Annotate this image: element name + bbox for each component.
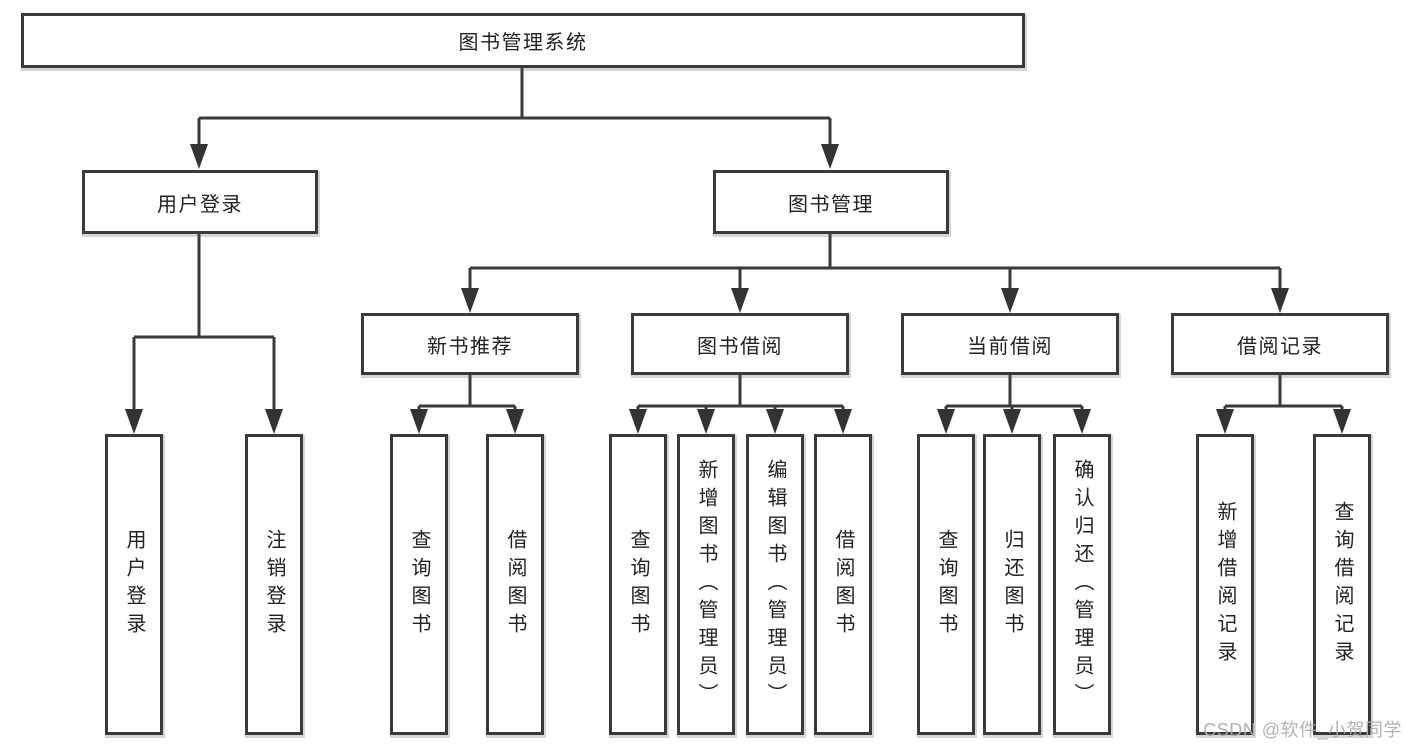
arrowhead-cb-query bbox=[937, 409, 955, 434]
leaf-nb-query-books-label: 查询图书 bbox=[408, 528, 430, 641]
node-root-system: 图书管理系统 bbox=[21, 13, 1025, 68]
leaf-nb-borrow-books: 借阅图书 bbox=[486, 434, 544, 735]
arrowhead-cb-return bbox=[1003, 409, 1021, 434]
arrowhead-nb-query bbox=[410, 409, 428, 434]
leaf-bb-add-books-admin-label: 新增图书（管理员） bbox=[695, 458, 717, 711]
leaf-logout-label: 注销登录 bbox=[263, 528, 285, 641]
arrowhead-bb-edit bbox=[766, 409, 784, 434]
arrowhead-book-borrow bbox=[731, 288, 749, 313]
leaf-cb-query-books-label: 查询图书 bbox=[935, 528, 957, 641]
csdn-watermark: CSDN @软件_小贺同学 bbox=[1203, 720, 1402, 740]
leaf-bb-add-books-admin: 新增图书（管理员） bbox=[677, 434, 735, 735]
arrowhead-nb-borrow bbox=[506, 409, 524, 434]
arrowhead-br-query bbox=[1333, 409, 1351, 434]
leaf-nb-borrow-books-label: 借阅图书 bbox=[504, 528, 526, 641]
leaf-cb-confirm-return-admin: 确认归还（管理员） bbox=[1053, 434, 1111, 735]
arrowhead-bb-query bbox=[629, 409, 647, 434]
leaf-cb-return-books: 归还图书 bbox=[983, 434, 1041, 735]
arrowhead-bb-add bbox=[697, 409, 715, 434]
leaf-bb-borrow-books: 借阅图书 bbox=[814, 434, 872, 735]
leaf-bb-edit-books-admin: 编辑图书（管理员） bbox=[746, 434, 804, 735]
node-book-management: 图书管理 bbox=[713, 170, 949, 234]
node-book-borrow-label: 图书借阅 bbox=[697, 335, 783, 358]
arrowhead-cb-confirm bbox=[1073, 409, 1091, 434]
node-user-login-label: 用户登录 bbox=[157, 193, 243, 216]
arrowhead-leaf-logout bbox=[265, 409, 283, 434]
leaf-cb-return-books-label: 归还图书 bbox=[1001, 528, 1023, 641]
node-book-borrow: 图书借阅 bbox=[631, 313, 849, 375]
leaf-br-query-record: 查询借阅记录 bbox=[1313, 434, 1371, 735]
node-new-book-recommend-label: 新书推荐 bbox=[427, 335, 513, 358]
arrowhead-br-add bbox=[1216, 409, 1234, 434]
leaf-user-login-label: 用户登录 bbox=[123, 528, 145, 641]
leaf-user-login: 用户登录 bbox=[105, 434, 163, 735]
arrowhead-new-books bbox=[461, 288, 479, 313]
node-new-book-recommend: 新书推荐 bbox=[361, 313, 579, 375]
leaf-bb-query-books-label: 查询图书 bbox=[627, 528, 649, 641]
node-user-login: 用户登录 bbox=[82, 170, 318, 234]
node-current-borrow-label: 当前借阅 bbox=[967, 335, 1053, 358]
node-current-borrow: 当前借阅 bbox=[901, 313, 1119, 375]
arrowhead-borrow-records bbox=[1271, 288, 1289, 313]
arrowhead-login bbox=[190, 144, 208, 169]
leaf-br-query-record-label: 查询借阅记录 bbox=[1331, 500, 1353, 669]
leaf-cb-confirm-return-admin-label: 确认归还（管理员） bbox=[1071, 458, 1093, 711]
arrowhead-current-borrow bbox=[1001, 288, 1019, 313]
leaf-bb-edit-books-admin-label: 编辑图书（管理员） bbox=[764, 458, 786, 711]
arrowhead-leaf-userlogin bbox=[125, 409, 143, 434]
leaf-cb-query-books: 查询图书 bbox=[917, 434, 975, 735]
leaf-nb-query-books: 查询图书 bbox=[390, 434, 448, 735]
leaf-br-add-record-label: 新增借阅记录 bbox=[1214, 500, 1236, 669]
node-borrow-records-label: 借阅记录 bbox=[1237, 335, 1323, 358]
node-book-management-label: 图书管理 bbox=[788, 193, 874, 216]
arrowhead-bb-borrow bbox=[834, 409, 852, 434]
leaf-bb-borrow-books-label: 借阅图书 bbox=[832, 528, 854, 641]
node-root-label: 图书管理系统 bbox=[458, 32, 588, 54]
leaf-br-add-record: 新增借阅记录 bbox=[1196, 434, 1254, 735]
arrowhead-mgmt bbox=[821, 144, 839, 169]
leaf-bb-query-books: 查询图书 bbox=[609, 434, 667, 735]
leaf-logout: 注销登录 bbox=[245, 434, 303, 735]
node-borrow-records: 借阅记录 bbox=[1171, 313, 1389, 375]
